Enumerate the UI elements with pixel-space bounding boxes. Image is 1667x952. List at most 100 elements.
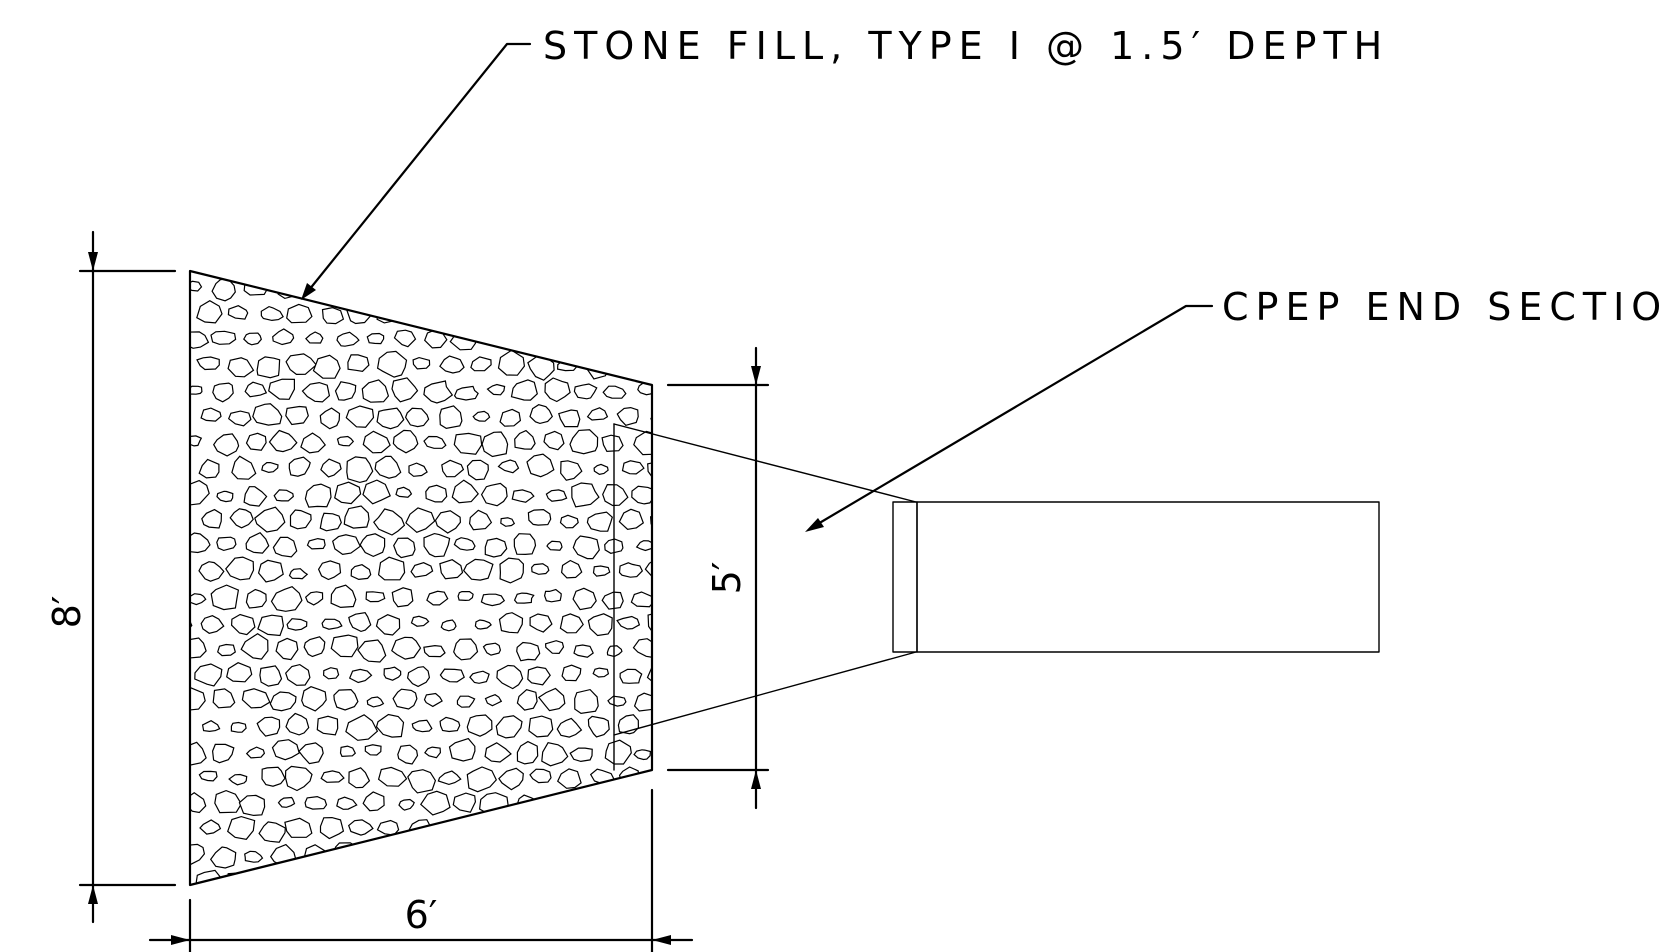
stone-shape — [377, 556, 406, 581]
stone-shape — [405, 507, 436, 533]
stone-shape — [482, 642, 502, 656]
stone-shape — [599, 278, 630, 304]
stone-shape — [515, 794, 539, 814]
stone-shape — [500, 517, 516, 527]
stone-shape — [198, 770, 218, 782]
stone-shape — [229, 256, 250, 270]
stone-shape — [586, 511, 613, 532]
stone-shape — [268, 429, 298, 453]
stone-shape — [231, 455, 257, 480]
stone-shape — [392, 688, 418, 710]
stone-shape — [462, 558, 494, 581]
stone-shape — [633, 692, 652, 712]
stone-shape — [541, 742, 569, 767]
stone-shape — [546, 540, 563, 551]
stone-shape — [423, 435, 447, 449]
stone-shape — [319, 816, 345, 840]
stone-shape — [525, 816, 558, 841]
stone-shape — [574, 688, 599, 715]
stone-shape — [245, 746, 266, 759]
stone-shape — [496, 299, 525, 324]
stone-shape — [457, 590, 474, 602]
stone-shape — [423, 380, 454, 404]
stone-shape — [228, 773, 248, 786]
stone-shape — [190, 843, 206, 865]
stone-shape — [348, 767, 371, 789]
stone-shape — [560, 460, 583, 481]
stone-shape — [647, 611, 652, 634]
stone-shape — [339, 745, 357, 758]
stone-shape — [376, 350, 408, 378]
stone-shape — [271, 739, 300, 761]
stone-shape — [350, 252, 370, 269]
stone-fill-label: STONE FILL, TYPE I @ 1.5′ DEPTH — [543, 24, 1389, 68]
stone-shape — [409, 302, 434, 324]
dimension-opening-label: 5′ — [705, 562, 749, 595]
stone-shape — [404, 407, 430, 428]
stone-shape — [303, 636, 326, 658]
dimension-width-label: 6′ — [405, 893, 438, 937]
stone-shape — [425, 484, 448, 503]
stone-shape — [484, 742, 512, 763]
stone-shape — [336, 331, 360, 347]
stone-shape — [587, 822, 606, 835]
cpep-end-section — [613, 423, 1380, 736]
stone-shape — [440, 824, 461, 838]
stone-shape — [529, 613, 553, 633]
stone-shape — [230, 613, 256, 636]
stone-shape — [474, 619, 492, 630]
stone-shape — [559, 252, 581, 270]
stone-shape — [516, 740, 539, 765]
stone-shape — [285, 405, 309, 426]
stone-shape — [375, 713, 405, 738]
stone-shape — [196, 356, 220, 371]
stone-shape — [498, 767, 524, 791]
stone-shape — [300, 432, 327, 454]
stone-shape — [587, 613, 613, 637]
stone-shape — [212, 382, 234, 403]
stone-shape — [646, 660, 652, 684]
stone-shape — [496, 664, 524, 690]
stone-shape — [406, 666, 431, 688]
stone-shape — [285, 353, 318, 376]
stone-shape — [261, 766, 286, 787]
stone-shape — [423, 644, 446, 658]
stone-shape — [439, 355, 465, 374]
stone-shape — [336, 435, 355, 447]
stone-shape — [486, 383, 506, 396]
stone-shape — [199, 819, 222, 835]
stone-shape — [348, 612, 372, 633]
stone-shape — [452, 279, 472, 294]
stone-shape — [653, 309, 670, 320]
stone-shape — [592, 667, 610, 678]
stone-shape — [466, 459, 489, 481]
stone-shape — [529, 404, 554, 425]
stone-shape — [485, 333, 504, 346]
stone-shape — [392, 279, 417, 300]
stone-shape — [230, 721, 247, 733]
stone-shape — [190, 791, 207, 814]
stone-shape — [410, 562, 434, 578]
stone-shape — [466, 871, 492, 885]
stone-shape — [306, 537, 326, 550]
stone-shape — [291, 873, 309, 885]
stone-shape — [480, 278, 507, 300]
stone-shape — [257, 559, 284, 583]
stone-shape — [466, 714, 493, 737]
stone-shape — [559, 613, 584, 634]
stone-shape — [212, 688, 236, 709]
stone-shape — [330, 584, 357, 609]
stone-shape — [243, 486, 268, 507]
stone-shape — [559, 514, 579, 529]
stone-shape — [426, 279, 446, 298]
stone-shape — [618, 508, 645, 530]
stone-shape — [201, 508, 223, 529]
stone-shape — [527, 508, 552, 526]
stone-shape — [448, 737, 476, 762]
stone-shape — [375, 614, 401, 636]
stone-shape — [544, 843, 568, 863]
stone-shape — [321, 306, 345, 325]
stone-shape — [217, 643, 236, 657]
stone-shape — [527, 666, 551, 686]
stone-shape — [499, 271, 525, 275]
